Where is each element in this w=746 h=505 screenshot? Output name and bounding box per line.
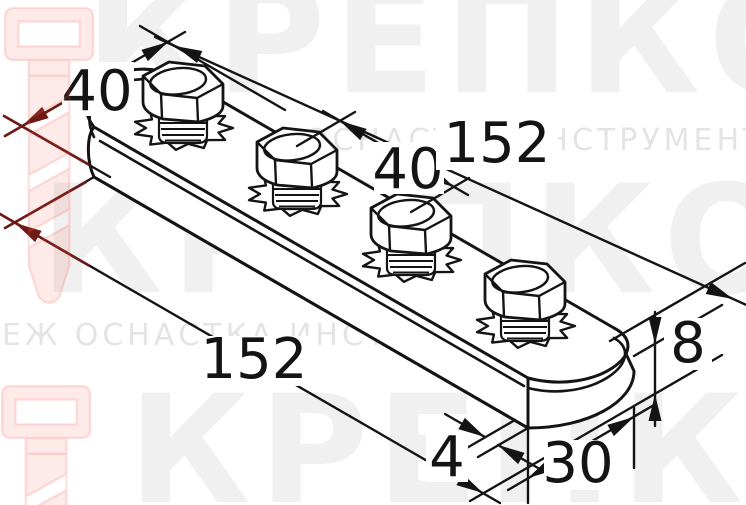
- dim-label-length-top: 152: [444, 111, 551, 176]
- label-backing: [374, 142, 444, 194]
- plate-edge-round-right: [526, 336, 627, 393]
- label-backing: [664, 318, 712, 370]
- screw-icon-watermark-2: [0, 384, 92, 505]
- label-backing: [426, 434, 468, 482]
- dim-label-edge-offset: 4: [429, 425, 465, 490]
- dim-label-thickness: 8: [670, 311, 706, 376]
- label-backing: [544, 440, 612, 490]
- dim-label-bolt-spacing-2: 40: [372, 137, 443, 202]
- dim-label-length-bottom: 152: [201, 327, 308, 392]
- label-backing: [62, 62, 134, 116]
- plate-edge-round-front: [98, 139, 526, 388]
- dim-label-width: 30: [542, 431, 613, 496]
- label-backing: [436, 118, 558, 170]
- dim-label-bolt-spacing-1: 40: [61, 59, 132, 124]
- dimension-labels: 40 40 152 152 8 30 4: [61, 59, 712, 496]
- label-backing: [198, 336, 310, 386]
